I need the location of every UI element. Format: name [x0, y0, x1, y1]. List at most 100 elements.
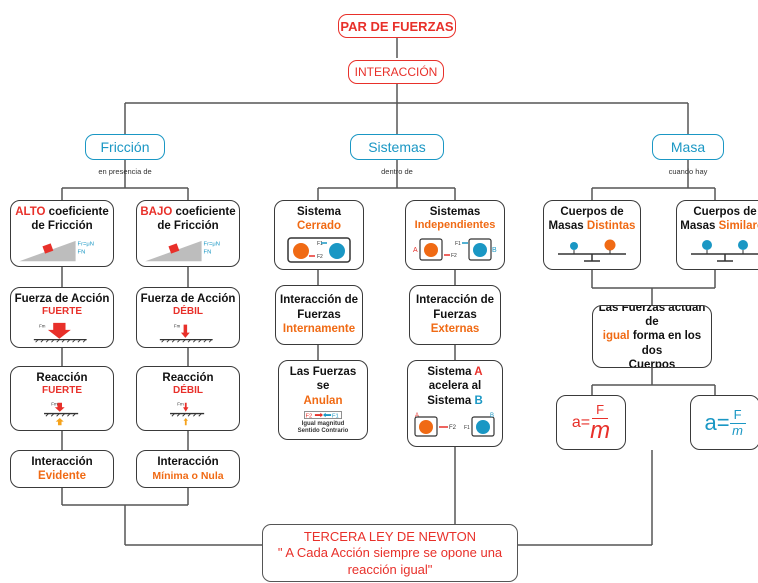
sentido-contrario-note: Sentido Contrario: [297, 428, 349, 435]
f1-label: F1: [332, 413, 339, 419]
independent-systems-icon: A F2 F1 B: [413, 238, 497, 261]
formula-a-fraction: F m: [590, 402, 610, 443]
interaction-node: INTERACCIÓN: [348, 60, 444, 84]
reaccion-value: DÉBIL: [173, 385, 203, 397]
interaccion-internamente-l1: Interacción de: [280, 294, 358, 307]
interaccion-externas-l2: Fuerzas: [433, 308, 477, 321]
acelera-l1: Sistema A: [427, 366, 483, 378]
force-label: Fm: [174, 323, 181, 328]
sistemas-independientes-value: Independientes: [414, 219, 496, 232]
interaccion-evidente-box: Interacción Evidente: [10, 450, 114, 488]
sistema-acelera-box: Sistema A acelera al Sistema B A F2 F1 B: [407, 360, 503, 447]
force-label: Fm: [177, 401, 184, 406]
strong-arrow-icon: Fm: [33, 322, 87, 343]
fuerza-accion-fuerte-box: Fuerza de Acción FUERTE Fm: [10, 287, 114, 348]
bajo-coeficiente-box: BAJO coeficiente de Fricción Fr=μN FN: [136, 200, 240, 267]
incline-high-icon: Fr=μN FN: [19, 240, 94, 262]
igual-magnitud-note: Igual magnitud: [301, 421, 345, 428]
f1-label: F1: [317, 241, 323, 247]
friction-formula: Fr=μN: [78, 241, 94, 247]
reaccion-value: FUERTE: [42, 385, 82, 397]
alto-coeficiente-label-2: de Fricción: [31, 220, 93, 233]
reaccion-title: Reacción: [36, 372, 88, 384]
bajo-coeficiente-label: BAJO coeficiente: [140, 206, 236, 218]
interaccion-externas-value: Externas: [430, 323, 480, 336]
formula-a-lhs: a=: [571, 413, 591, 431]
masas-distintas-l2: Masas Distintas: [548, 220, 636, 233]
tercera-ley-newton-box: TERCERA LEY DE NEWTON " A Cada Acción si…: [262, 524, 518, 582]
system-b-label: B: [492, 247, 497, 254]
reaccion-fuerte-box: Reacción FUERTE Fm: [10, 366, 114, 431]
branch-masa: Masa: [652, 134, 724, 160]
different-masses-icon: [558, 239, 626, 262]
fuerzas-igual-l3: Cuerpos: [628, 359, 676, 368]
fuerza-accion-value: DÉBIL: [173, 306, 203, 318]
masas-similares-l2: Masas Similares: [680, 220, 758, 233]
reaction-weak-icon: Fm: [170, 401, 205, 426]
fuerzas-anulan-l1: Las Fuerzas se: [289, 366, 357, 393]
fuerzas-igual-l1: Las Fuerzas actúan de: [598, 305, 706, 328]
alto-coeficiente-box: ALTO coeficiente de Fricción Fr=μN FN: [10, 200, 114, 267]
system-b-label: B: [490, 413, 494, 419]
reaction-strong-icon: Fm: [44, 401, 79, 426]
caption-masa: cuando hay: [668, 167, 708, 176]
newton-title: TERCERA LEY DE NEWTON: [303, 529, 477, 544]
f1-label: F1: [455, 241, 461, 247]
f2-label: F2: [451, 253, 457, 259]
closed-system-icon: F1 F2: [287, 237, 351, 263]
normal-force-label: FN: [78, 249, 86, 255]
caption-friccion: en presencia de: [98, 167, 152, 176]
formula-b-lhs: a=: [704, 409, 730, 435]
alto-coeficiente-label: ALTO coeficiente: [15, 206, 109, 218]
masas-similares-l1: Cuerpos de: [693, 206, 757, 218]
masas-distintas-box: Cuerpos de Masas Distintas: [543, 200, 641, 270]
opposing-forces-icon: F2 F1: [304, 411, 342, 419]
branch-sistemas: Sistemas: [350, 134, 444, 160]
normal-force-label: FN: [204, 249, 212, 255]
title-par-de-fuerzas: PAR DE FUERZAS: [338, 14, 456, 38]
acelera-l2: acelera al: [428, 380, 482, 393]
similar-masses-icon: [691, 239, 758, 262]
sistemas-independientes-title: Sistemas: [429, 206, 481, 218]
interaccion-internamente-l2: Fuerzas: [297, 308, 341, 321]
fuerzas-anulan-value: Anulan: [303, 394, 343, 407]
interaccion-title: Interacción: [31, 455, 93, 468]
fuerza-accion-value: FUERTE: [42, 306, 82, 318]
interaccion-externas-l1: Interacción de: [416, 294, 494, 307]
reaccion-debil-box: Reacción DÉBIL Fm: [136, 366, 240, 431]
sistemas-independientes-box: Sistemas Independientes A F2 F1 B: [405, 200, 505, 270]
formula-distintas-box: a= F m: [556, 395, 626, 450]
newton-quote-l2: reacción igual": [347, 561, 433, 577]
acelera-l3: Sistema B: [427, 394, 483, 407]
interaccion-externas-box: Interacción de Fuerzas Externas: [409, 285, 501, 345]
friction-formula: Fr=μN: [204, 241, 220, 247]
incline-low-icon: Fr=μN FN: [145, 240, 220, 262]
reaccion-title: Reacción: [162, 372, 214, 384]
interaccion-title: Interacción: [157, 456, 219, 469]
f2-label: F2: [317, 254, 323, 260]
masas-distintas-l1: Cuerpos de: [560, 206, 624, 218]
formula-a-numerator: F: [592, 402, 609, 420]
f1-label: F1: [464, 425, 470, 431]
masas-similares-box: Cuerpos de Masas Similares: [676, 200, 758, 270]
sistema-cerrado-title: Sistema: [296, 206, 342, 218]
interaccion-internamente-value: Internamente: [282, 323, 356, 336]
f2-label: F2: [305, 413, 312, 419]
newton-quote-l1: " A Cada Acción siempre se opone una: [277, 545, 503, 561]
sistema-cerrado-box: Sistema Cerrado F1 F2: [274, 200, 364, 270]
force-label: Fm: [39, 323, 46, 328]
accelerate-system-icon: A F2 F1 B: [414, 413, 495, 437]
interaccion-minima-box: Interacción Mínima o Nula: [136, 450, 240, 488]
formula-b-denominator: m: [732, 422, 743, 438]
fuerza-accion-title: Fuerza de Acción: [14, 293, 110, 305]
fuerzas-igual-l2: igual forma en los dos: [602, 330, 702, 357]
formula-a-denominator: m: [590, 417, 611, 445]
formula-b-numerator: F: [729, 407, 746, 424]
interaccion-value: Mínima o Nula: [152, 469, 224, 482]
fuerzas-anulan-box: Las Fuerzas se Anulan F2 F1 Igual magnit…: [278, 360, 368, 440]
formula-similares-box: a= F m: [690, 395, 758, 450]
caption-sistemas: dentro de: [381, 167, 413, 176]
interaccion-value: Evidente: [38, 470, 86, 482]
fuerza-accion-debil-box: Fuerza de Acción DÉBIL Fm: [136, 287, 240, 348]
